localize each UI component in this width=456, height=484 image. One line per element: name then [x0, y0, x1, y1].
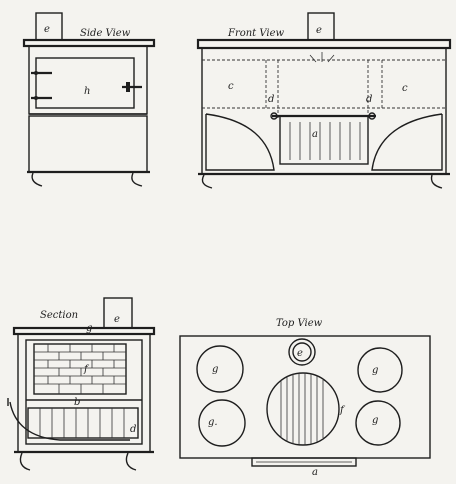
top-boiler-hole-bl	[198, 399, 246, 447]
section-brick-oven	[33, 343, 127, 395]
brick-courses	[34, 344, 126, 394]
front-top-plate	[196, 38, 452, 50]
section-foot-left	[19, 452, 31, 471]
top-label-g-tr: g	[372, 365, 378, 376]
side-foot-left	[31, 172, 43, 187]
top-label-f: f	[339, 405, 346, 416]
front-foot-left	[201, 174, 213, 189]
section-foot-right	[125, 452, 137, 471]
front-foot-right	[430, 174, 443, 189]
side-top-plate	[22, 38, 156, 48]
section-view-title: Section	[40, 310, 78, 321]
top-label-g-tl: g	[212, 364, 218, 375]
side-view-title: Side View	[80, 28, 131, 39]
front-arch-left	[205, 113, 275, 171]
grate-pivot-left-icon	[270, 112, 278, 120]
front-view: Front View e c c d d	[196, 12, 452, 189]
front-label-e: e	[316, 25, 322, 36]
top-label-g-br: g	[372, 415, 378, 426]
top-label-e: e	[297, 348, 303, 359]
top-label-a: a	[312, 467, 318, 478]
front-view-title: Front View	[227, 28, 285, 39]
front-label-c-left: c	[228, 81, 234, 92]
side-foot-right	[131, 172, 143, 187]
front-label-a: a	[312, 129, 318, 140]
top-grate-opening	[266, 372, 340, 446]
hinge-pin-icon	[34, 96, 38, 100]
top-view: Top View e g g g. g f a	[179, 318, 431, 478]
side-view: Side View e h	[22, 12, 156, 187]
front-label-d-right: d	[366, 94, 372, 105]
top-boiler-hole-tr	[357, 347, 403, 393]
top-ash-tray	[251, 457, 357, 467]
top-boiler-hole-br	[355, 400, 401, 446]
side-label-h: h	[84, 86, 90, 97]
front-arch-right	[371, 113, 443, 171]
section-inner-wall	[25, 339, 143, 445]
grate-bars	[289, 122, 361, 160]
top-view-title: Top View	[276, 318, 323, 329]
section-view: Section e g	[7, 297, 156, 471]
top-boiler-hole-tl	[196, 345, 244, 393]
grate-pivot-right-icon	[368, 112, 376, 120]
front-label-d-left: d	[268, 94, 274, 105]
section-ash-curve	[9, 401, 130, 441]
front-body	[201, 47, 447, 175]
section-label-g: g	[86, 323, 92, 334]
section-grate-bars	[39, 408, 125, 438]
side-oven-body	[28, 45, 148, 115]
section-top-plate	[12, 326, 156, 336]
section-label-d: d	[130, 424, 136, 435]
side-lower-box	[28, 115, 148, 173]
smoke-draft-marks	[309, 52, 335, 63]
top-grate-bars	[280, 373, 324, 445]
section-label-f: f	[83, 364, 90, 375]
side-label-e: e	[44, 24, 50, 35]
section-grate	[27, 407, 139, 439]
front-label-c-right: c	[402, 83, 408, 94]
top-flue-hole	[288, 338, 316, 366]
section-label-e: e	[114, 314, 120, 325]
top-label-g-bl: g.	[208, 417, 218, 428]
latch-handle-icon	[126, 82, 130, 92]
side-oven-door	[35, 57, 135, 109]
hinge-pin-icon	[34, 71, 38, 75]
front-grate	[279, 115, 369, 165]
section-label-b: b	[74, 397, 80, 408]
